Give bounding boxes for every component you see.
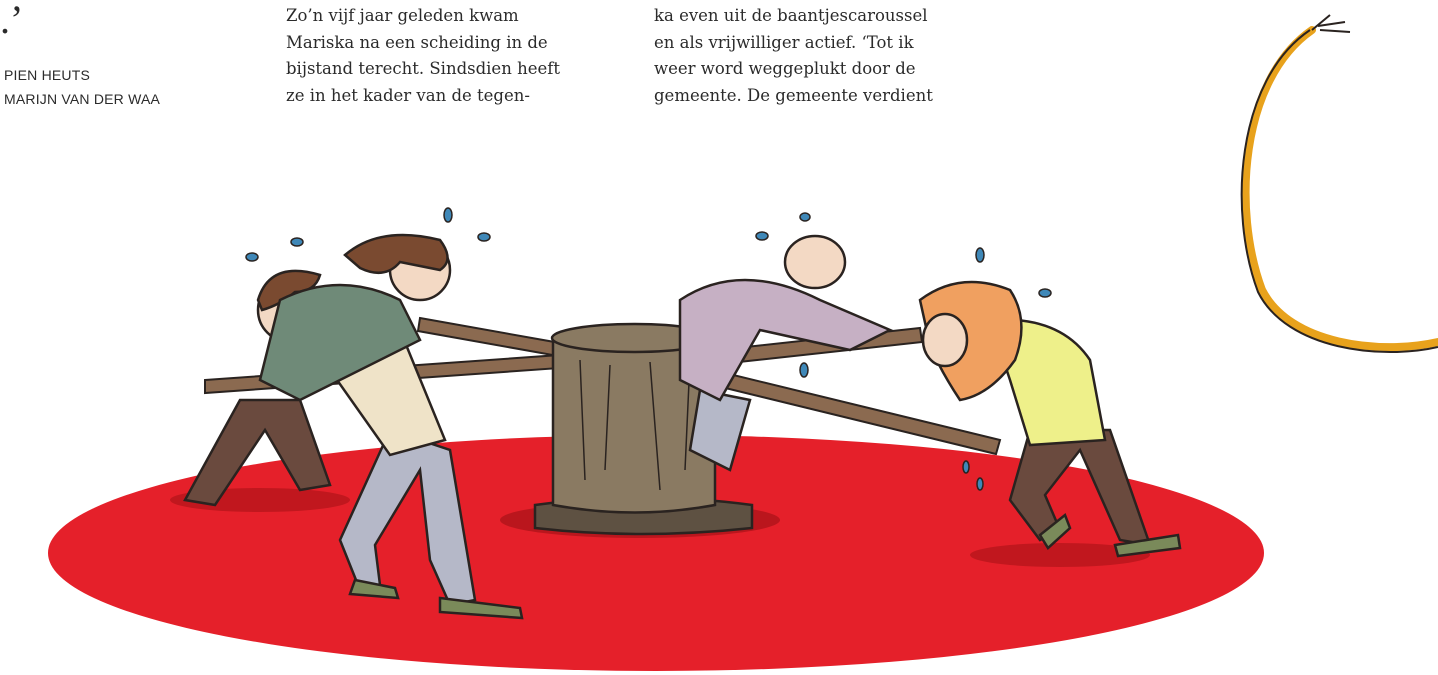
credits: PIEN HEUTS MARIJN VAN DER WAA xyxy=(4,63,160,111)
floor-shadow xyxy=(970,543,1150,567)
illustrator-credit: MARIJN VAN DER WAA xyxy=(4,91,161,107)
text-line: ze in het kader van de tegen- xyxy=(286,85,530,105)
text-line: ka even uit de baantjescaroussel xyxy=(654,6,928,25)
orange-ring xyxy=(1241,26,1438,352)
text-line: bijstand terecht. Sindsdien heeft xyxy=(286,59,560,78)
red-floor xyxy=(48,435,1264,671)
rope-end xyxy=(1311,14,1351,33)
person-green-shirt xyxy=(183,233,452,507)
text-line: Zo’n vijf jaar geleden kwam xyxy=(286,6,519,25)
quote-mark: .’ xyxy=(0,0,24,42)
sweat-drops xyxy=(245,207,1052,491)
text-line: weer word weggeplukt door de xyxy=(654,59,916,78)
article-column-2: ka even uit de baantjescaroussel en als … xyxy=(654,3,1014,109)
person-lilac-shirt xyxy=(678,234,893,472)
ring-outline xyxy=(1240,29,1438,354)
text-line: en als vrijwilliger actief. ‘Tot ik xyxy=(654,32,914,52)
text-line: gemeente. De gemeente verdient xyxy=(654,85,933,105)
author-credit: PIEN HEUTS xyxy=(4,67,91,83)
wooden-post xyxy=(533,322,754,536)
text-line: Mariska na een scheiding in de xyxy=(286,32,548,52)
person-yellow-shirt xyxy=(918,280,1182,558)
article-column-1: Zo’n vijf jaar geleden kwam Mariska na e… xyxy=(286,3,646,109)
